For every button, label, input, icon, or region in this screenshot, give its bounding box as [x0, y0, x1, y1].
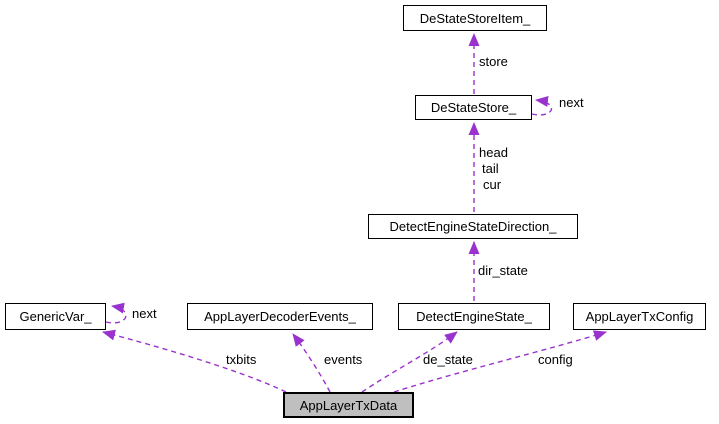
edge-label-config: config	[538, 352, 573, 367]
node-destatestoreitem[interactable]: DeStateStoreItem_	[403, 5, 547, 31]
edge-label-tail: tail	[482, 161, 499, 176]
edge-txbits-arrow	[102, 329, 287, 393]
node-genericvar[interactable]: GenericVar_	[5, 303, 106, 330]
edge-label-events: events	[324, 352, 363, 367]
edge-label-de-state: de_state	[423, 352, 473, 367]
node-applayertxdata-focus: AppLayerTxData	[283, 392, 414, 418]
edge-label-next-genericvar: next	[132, 306, 157, 321]
edge-next-genericvar-loop	[105, 302, 127, 324]
node-applayerdecoderevents[interactable]: AppLayerDecoderEvents_	[187, 303, 373, 330]
edge-next-destatestore-loop	[531, 95, 553, 116]
node-applayertxconfig[interactable]: AppLayerTxConfig	[573, 303, 706, 330]
node-detectenginestatedirection[interactable]: DetectEngineStateDirection_	[368, 214, 578, 239]
node-detectenginestate[interactable]: DetectEngineState_	[398, 303, 550, 330]
edge-label-head: head	[479, 145, 508, 160]
edge-label-txbits: txbits	[226, 352, 257, 367]
edge-label-next-destatestore: next	[559, 95, 584, 110]
edge-label-cur: cur	[483, 177, 502, 192]
node-destatestore[interactable]: DeStateStore_	[415, 95, 532, 120]
edge-label-dir-state: dir_state	[478, 263, 528, 278]
edge-label-store: store	[479, 54, 508, 69]
